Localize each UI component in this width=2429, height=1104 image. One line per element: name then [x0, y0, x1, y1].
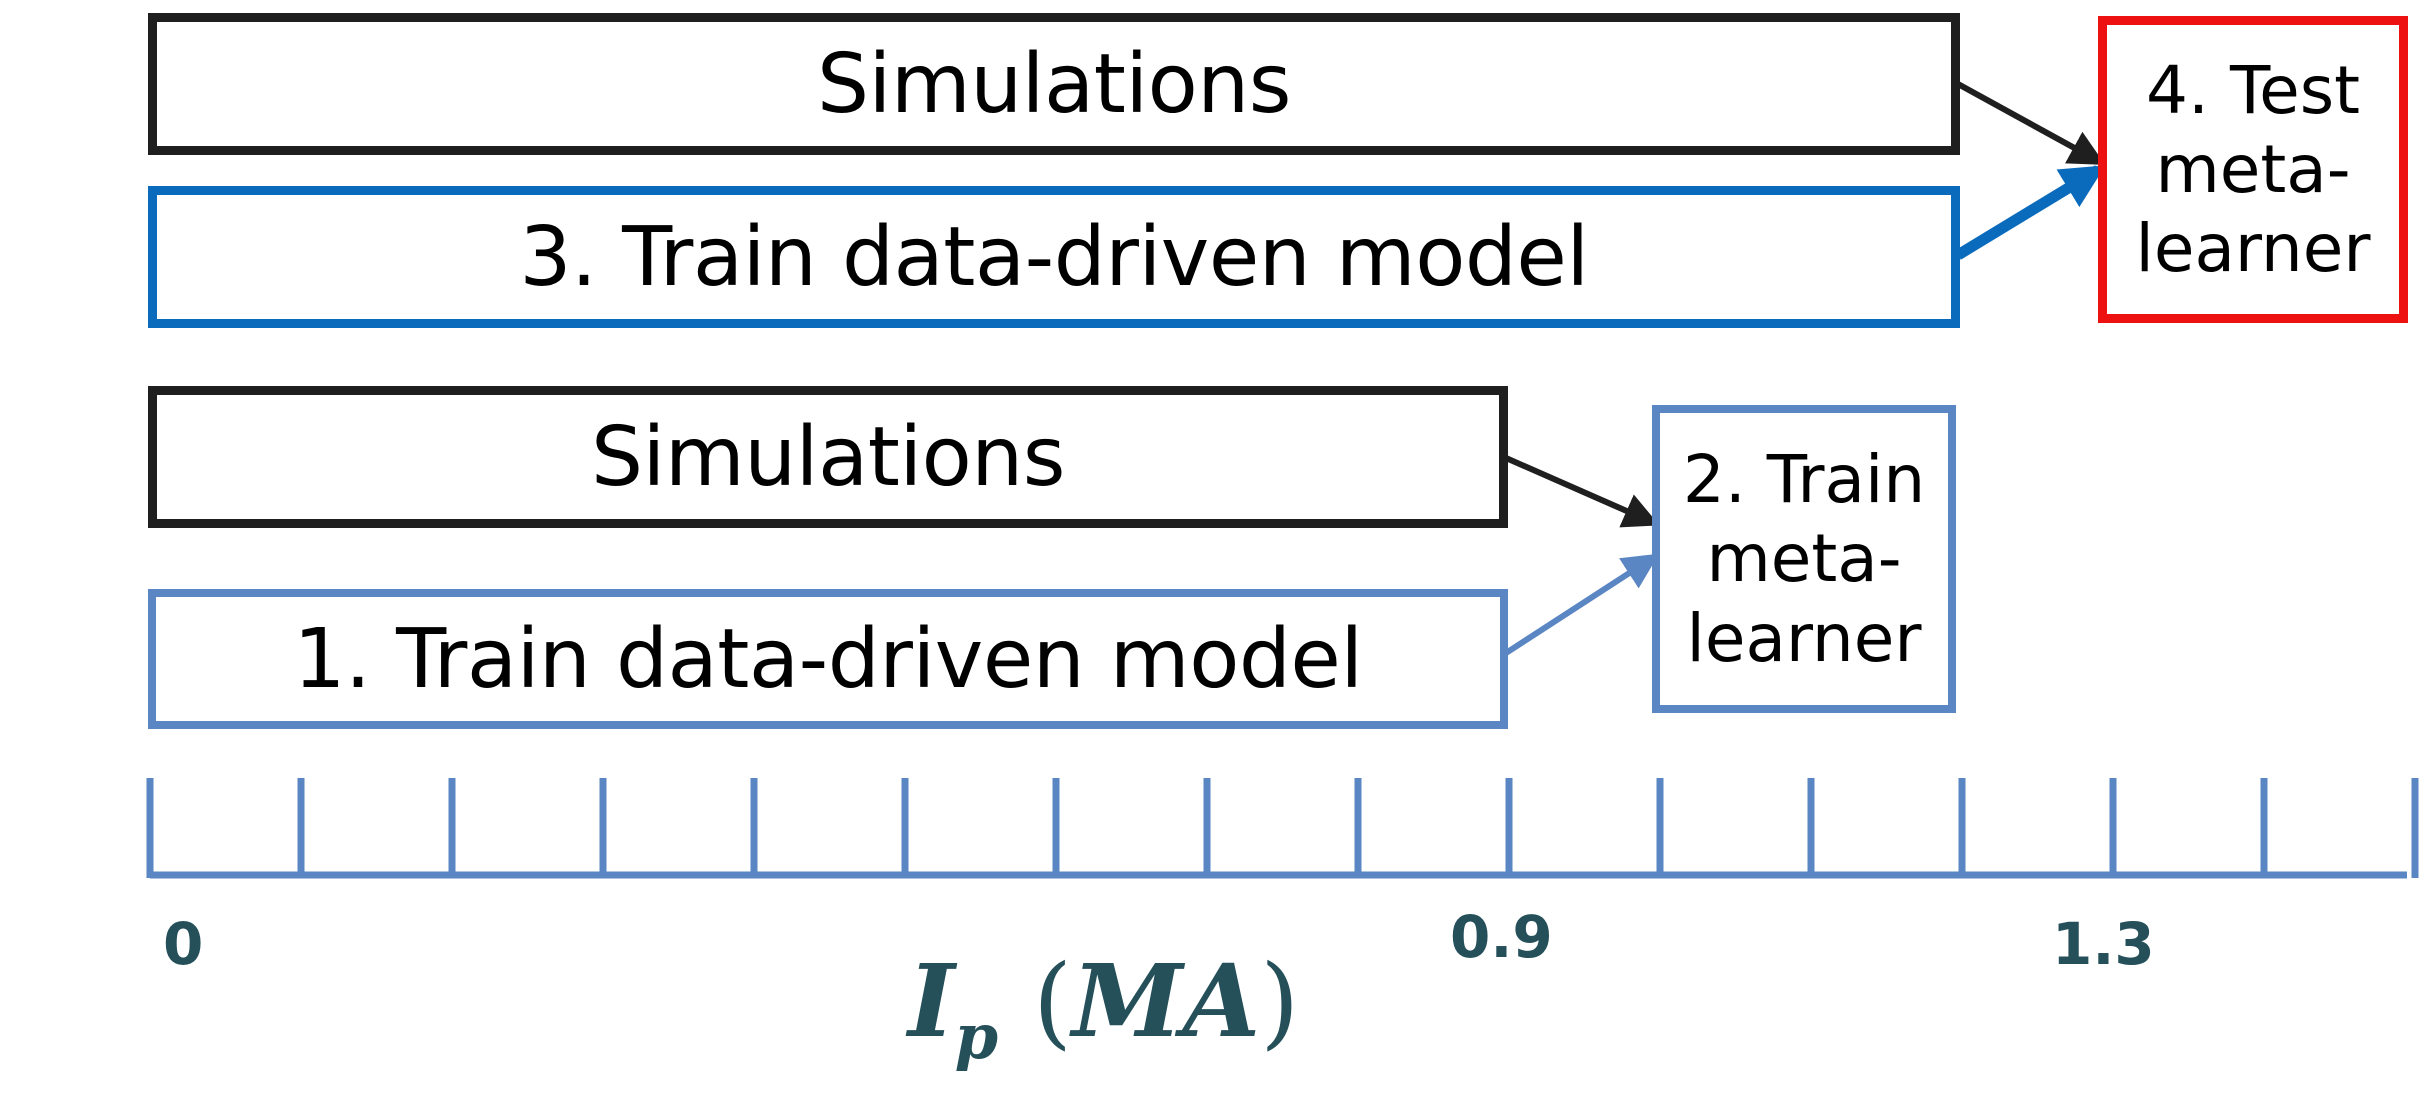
arrow-sim-bottom-to-train-meta — [1504, 455, 1660, 528]
train-model-box-top-label: 3. Train data-driven model — [519, 209, 1589, 305]
tick-label-0-9: 0.9 — [1450, 903, 1553, 971]
arrow-train-bottom-to-train-meta — [1504, 553, 1660, 656]
train-meta-line-3: learner — [1686, 599, 1922, 677]
axis-title-close-paren: ) — [1260, 943, 1300, 1060]
axis-title-symbol: I — [908, 942, 955, 1060]
axis-title: Ip (MA) — [908, 942, 1299, 1073]
train-model-box-bottom: 1. Train data-driven model — [148, 589, 1508, 729]
simulations-box-top: Simulations — [148, 13, 1960, 155]
arrow-sim-top-to-test — [1956, 81, 2106, 165]
simulations-box-bottom-label: Simulations — [590, 409, 1066, 505]
train-model-box-bottom-label: 1. Train data-driven model — [293, 611, 1363, 707]
train-meta-line-2: meta- — [1706, 520, 1902, 598]
train-meta-learner-box: 2. Train meta- learner — [1652, 405, 1956, 713]
axis-title-unit: MA — [1071, 942, 1261, 1060]
test-line-3: learner — [2135, 210, 2371, 288]
tick-label-1-3: 1.3 — [2052, 910, 2155, 978]
train-model-box-top: 3. Train data-driven model — [148, 186, 1960, 328]
test-line-1: 4. Test — [2146, 51, 2360, 129]
train-meta-line-1: 2. Train — [1682, 441, 1926, 519]
arrow-train-top-to-test — [1955, 165, 2106, 260]
test-meta-learner-box: 4. Test meta- learner — [2098, 16, 2408, 323]
test-line-2: meta- — [2155, 130, 2351, 208]
simulations-box-top-label: Simulations — [816, 36, 1292, 132]
axis-title-subscript: p — [954, 1000, 999, 1073]
axis-title-open-paren: ( — [1032, 943, 1072, 1060]
tick-label-0: 0 — [163, 910, 204, 978]
simulations-box-bottom: Simulations — [148, 386, 1508, 528]
axis — [146, 778, 2419, 879]
